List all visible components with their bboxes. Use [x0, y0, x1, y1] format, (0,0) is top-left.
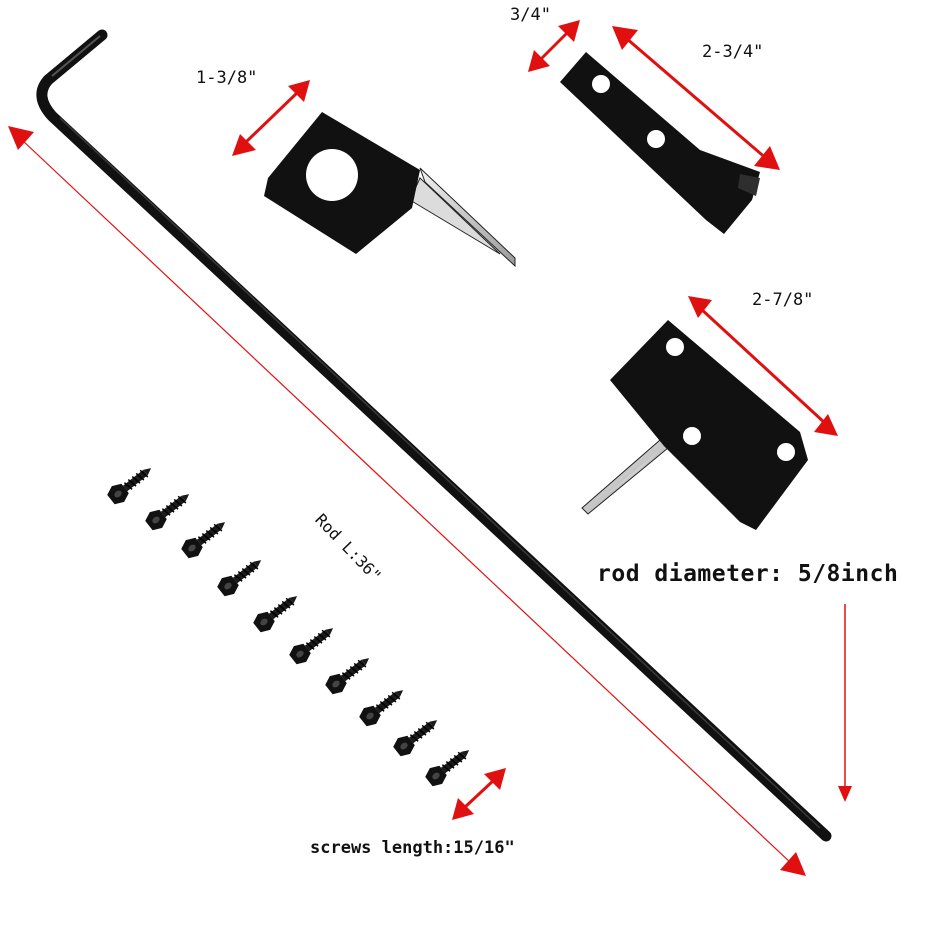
screw — [325, 658, 370, 695]
screw — [359, 690, 404, 727]
screws-length-label: screws length:15/16" — [310, 838, 515, 858]
rod — [36, 29, 832, 842]
screw — [107, 468, 152, 505]
screw — [217, 560, 262, 597]
bracket-3-length-label: 2-7/8" — [752, 290, 814, 310]
bracket-2-width-label: 3/4" — [510, 5, 551, 25]
screws — [107, 468, 470, 787]
rod-diameter-label: rod diameter: 5/8inch — [597, 561, 899, 587]
bracket-three-holes — [581, 320, 808, 530]
screw — [145, 494, 190, 531]
screw — [425, 750, 470, 787]
screw — [253, 596, 298, 633]
bracket-large-hole — [264, 112, 516, 268]
screw — [181, 522, 226, 559]
bracket-2-length-label: 2-3/4" — [702, 42, 764, 62]
bracket-strap-hook — [560, 52, 760, 234]
screw — [393, 720, 438, 757]
screw — [289, 628, 334, 665]
bracket-1-width-label: 1-3/8" — [196, 68, 258, 88]
dimension-arrows — [8, 20, 852, 876]
